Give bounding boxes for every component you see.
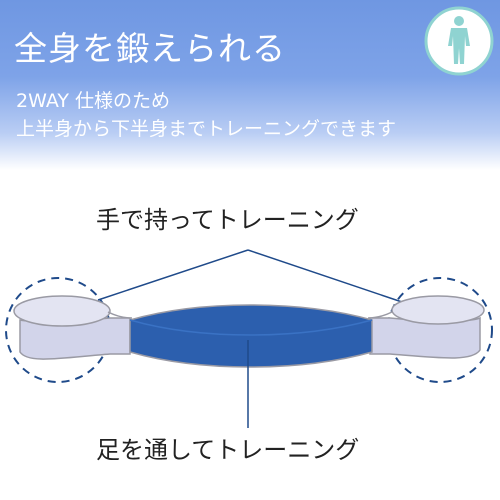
center-band [129, 304, 373, 368]
pointer-lines-hands [97, 249, 403, 303]
right-loop-highlight [387, 277, 493, 383]
label-feet-training: 足を通してトレーニング [96, 436, 360, 464]
subline-fullbody: 上半身から下半身までトレーニングできます [16, 118, 397, 140]
left-loop [13, 295, 133, 360]
right-loop [367, 295, 485, 359]
header-banner: 全身を鍛えられる 2WAY 仕様のため 上半身から下半身までトレーニングできます [0, 0, 500, 170]
label-hands-training: 手で持ってトレーニング [96, 206, 359, 234]
person-silhouette-icon [424, 6, 494, 76]
headline: 全身を鍛えられる [14, 29, 286, 68]
subline-2way: 2WAY 仕様のため [16, 90, 171, 112]
